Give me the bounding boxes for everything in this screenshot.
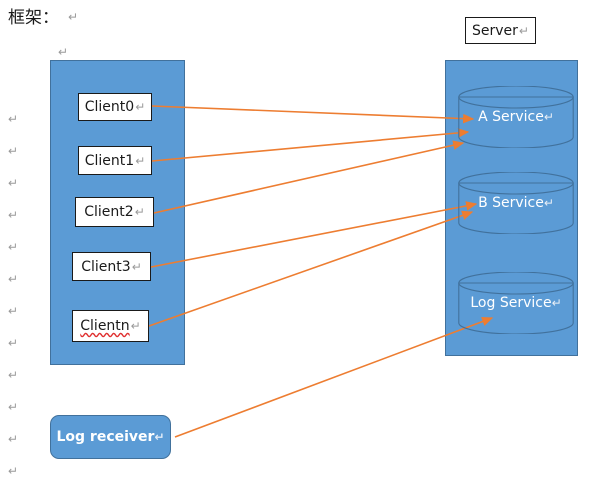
database-icon [458,85,574,149]
pilcrow-icon: ↵ [8,240,19,254]
pilcrow-icon: ↵ [135,100,146,114]
pilcrow-icon: ↵ [58,45,69,59]
pilcrow-icon: ↵ [68,10,79,24]
database-icon [458,271,574,335]
client-label: Client0 [84,99,135,115]
page-title-text: 框架： [8,8,59,28]
client-label: Clientn [80,318,130,334]
pilcrow-icon: ↵ [8,432,19,446]
pilcrow-icon: ↵ [131,259,142,274]
client-box-client2[interactable]: Client2↵ [75,197,154,227]
log-receiver-label: Log receiver [56,429,155,445]
service-cylinder-a-service[interactable]: A Service↵ [458,85,574,149]
client-box-client1[interactable]: Client1↵ [78,146,152,175]
client-label: Client1 [84,152,135,169]
pilcrow-icon: ↵ [8,368,19,382]
pilcrow-icon: ↵ [8,464,19,478]
client-box-client0[interactable]: Client0↵ [78,93,152,121]
pilcrow-icon: ↵ [135,153,146,168]
pilcrow-icon: ↵ [8,208,19,222]
pilcrow-icon: ↵ [154,430,165,444]
client-box-client3[interactable]: Client3↵ [72,252,151,281]
pilcrow-icon: ↵ [130,319,141,333]
database-icon [458,171,574,235]
pilcrow-icon: ↵ [8,112,19,126]
connector-client0-to-a-service [151,105,475,124]
pilcrow-icon: ↵ [8,336,19,350]
pilcrow-icon: ↵ [134,205,145,219]
pilcrow-icon: ↵ [8,272,19,286]
client-label: Client2 [84,204,134,220]
pilcrow-icon: ↵ [8,176,19,190]
pilcrow-icon: ↵ [518,23,529,38]
pilcrow-icon: ↵ [8,144,19,158]
connector-client1-to-a-service [151,128,470,162]
pilcrow-icon: ↵ [8,304,19,318]
page-title: 框架： ↵ [8,10,78,27]
client-box-clientn[interactable]: Clientn↵ [72,310,149,342]
connector-client2-to-a-service [153,140,465,214]
connector-client3-to-b-service [150,201,478,268]
log-receiver-box[interactable]: Log receiver↵ [50,415,171,459]
server-title-label: Server [472,22,518,39]
client-label: Client3 [81,258,131,275]
service-cylinder-b-service[interactable]: B Service↵ [458,171,574,235]
connector-clientn-to-b-service [148,210,474,327]
pilcrow-icon: ↵ [8,400,19,414]
service-cylinder-log-service[interactable]: Log Service↵ [458,271,574,335]
server-title-box[interactable]: Server↵ [465,17,536,44]
